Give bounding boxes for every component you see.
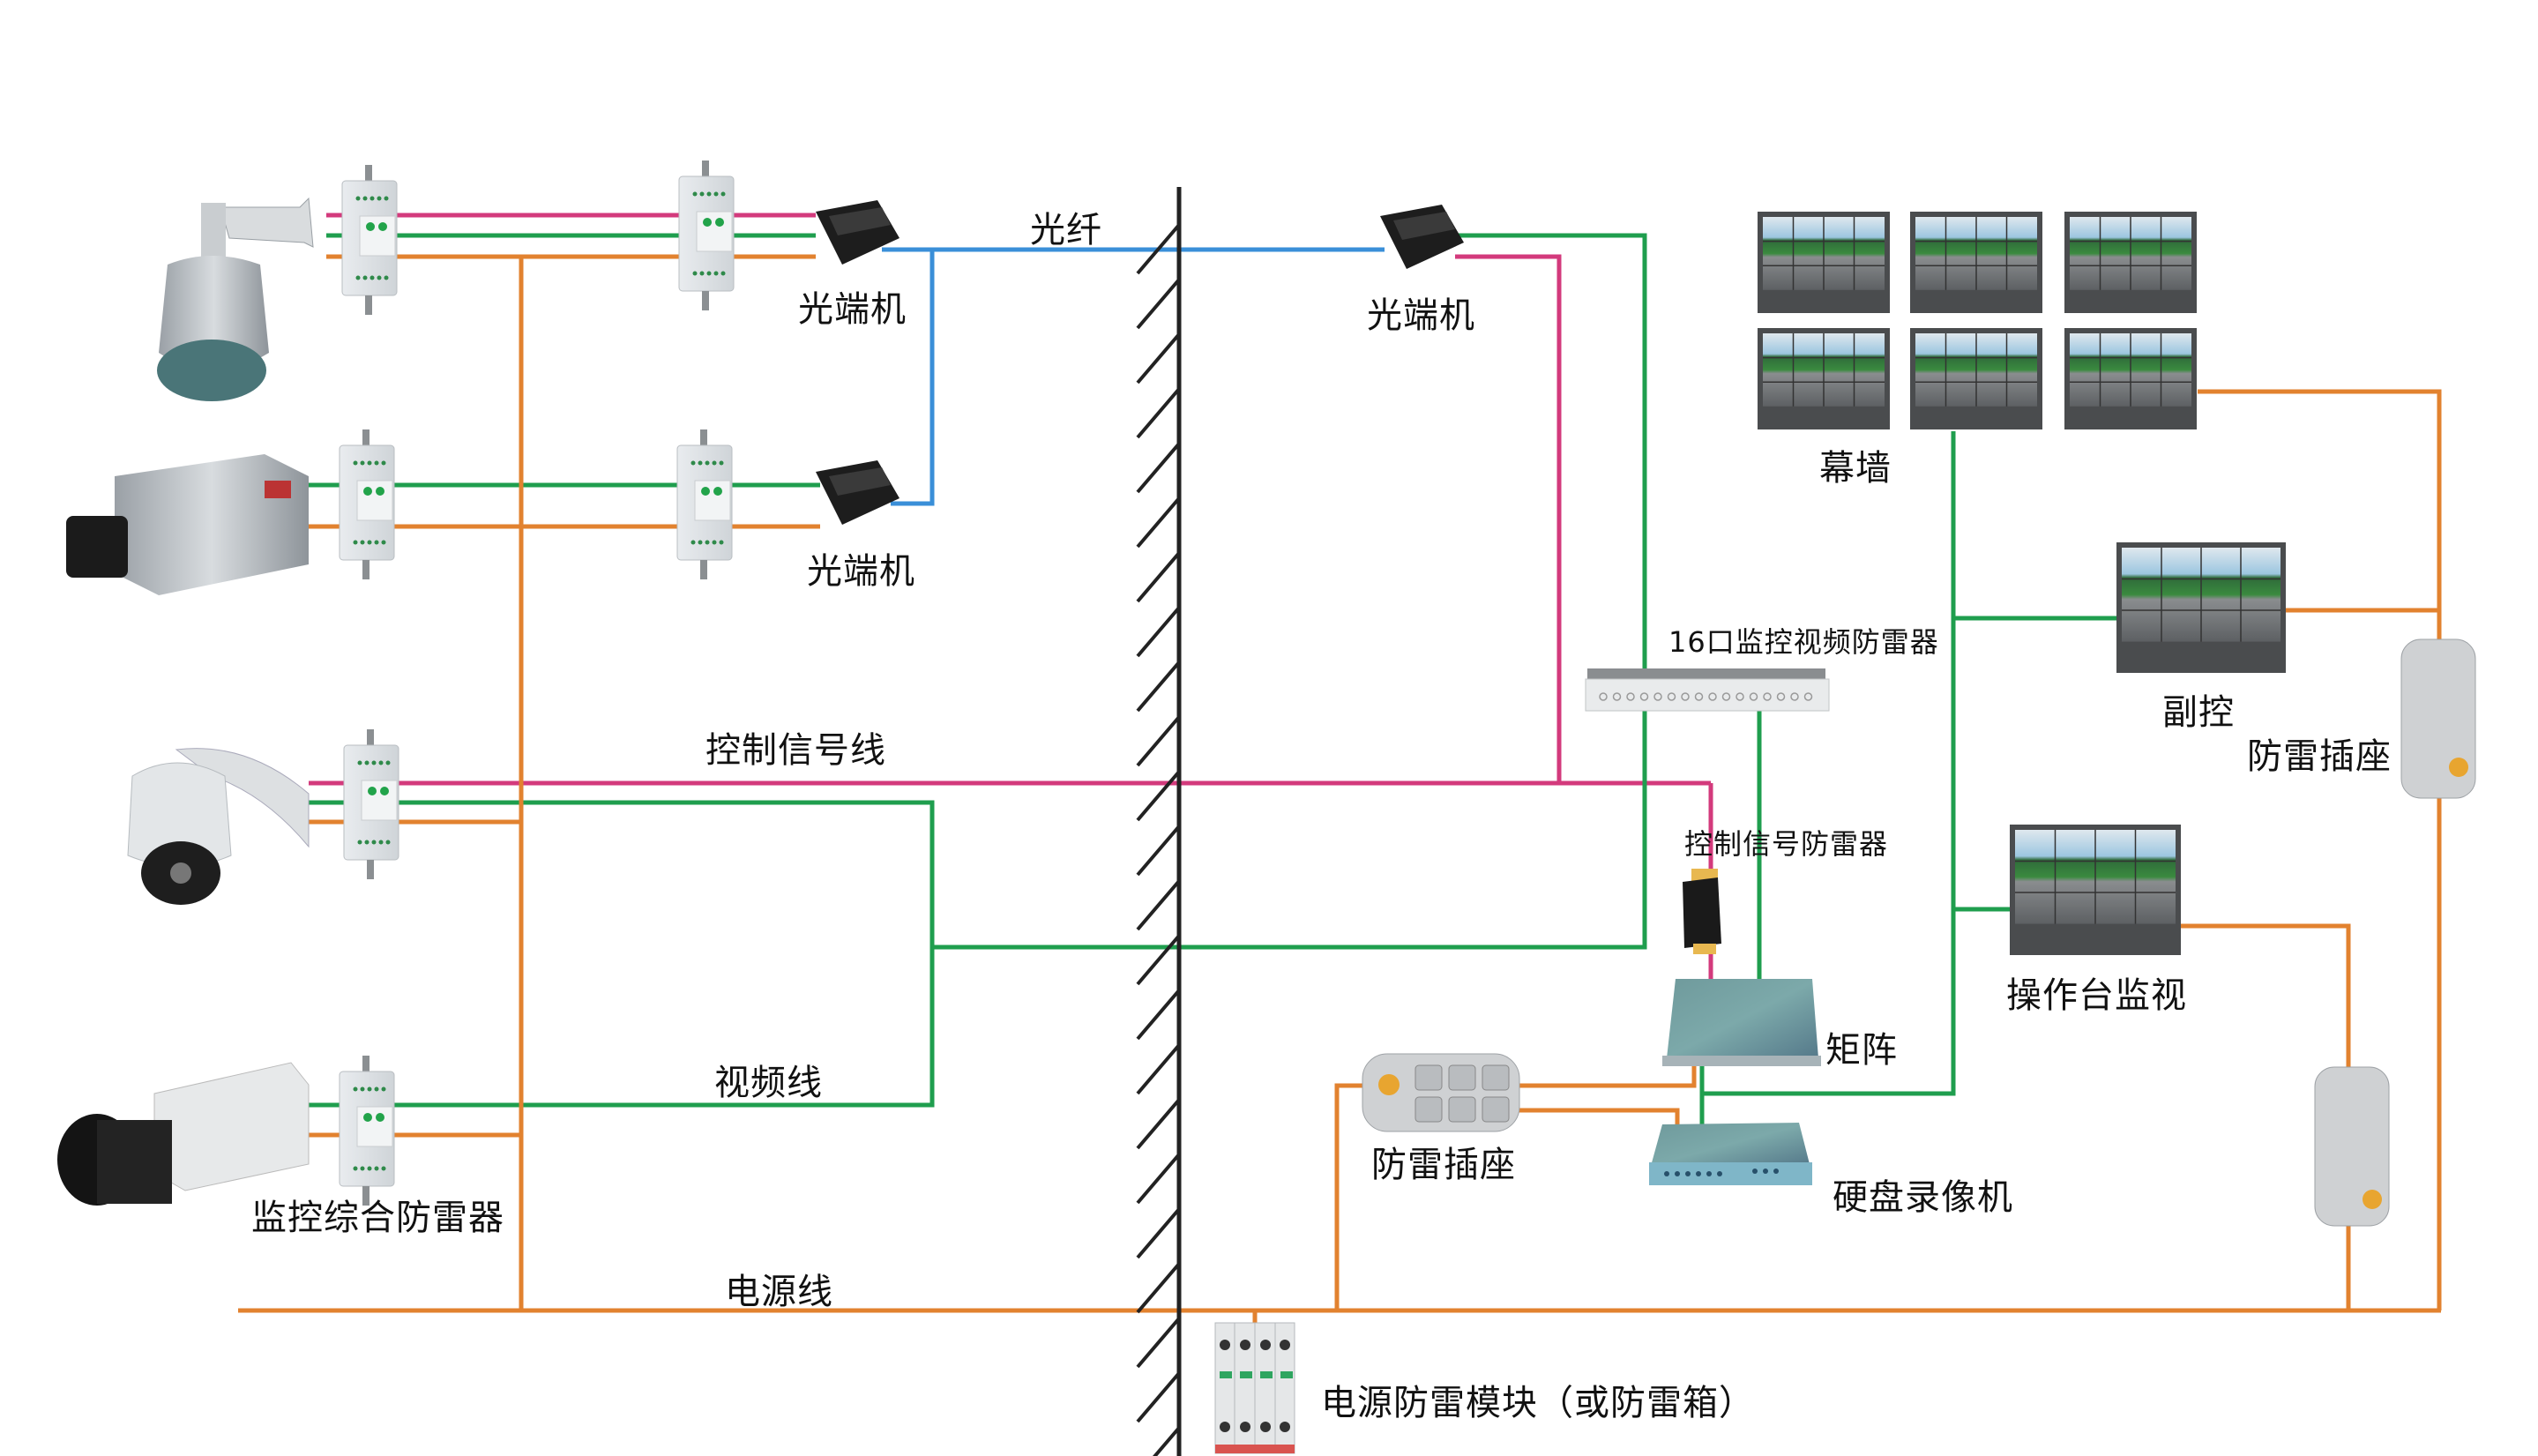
control-signal-line-label: 控制信号线 — [705, 730, 886, 771]
wall-hatch — [1136, 551, 1181, 603]
box-camera-white — [57, 1062, 310, 1206]
wall-hatch — [1136, 1317, 1181, 1369]
wall-hatch — [1136, 934, 1181, 986]
optical-transceiver — [1380, 205, 1464, 269]
sub-control-monitor — [2116, 542, 2286, 673]
wall-hatch — [1136, 223, 1181, 275]
video-line — [309, 800, 935, 1108]
console-monitor — [2010, 825, 2181, 955]
wall-hatch — [1136, 387, 1181, 439]
video-wall-monitor — [2064, 328, 2197, 429]
wall-hatch — [1136, 1043, 1181, 1095]
video-wall-monitor — [2064, 212, 2197, 313]
surge-protector-module — [341, 165, 398, 315]
surge-protector-module — [339, 1056, 395, 1206]
wall-hatch — [1136, 332, 1181, 385]
video-wall-label: 幕墙 — [1819, 448, 1892, 489]
optical-transceiver-label: 光端机 — [1367, 295, 1475, 336]
optical-transceiver — [816, 460, 899, 525]
power-line-label: 电源线 — [725, 1272, 833, 1312]
control-signal-line — [1455, 254, 1562, 783]
video-line — [1702, 431, 1956, 1096]
video-line-label: 视频线 — [714, 1063, 823, 1103]
dome-camera — [127, 748, 310, 905]
combined-protector-label: 监控综合防雷器 — [251, 1198, 504, 1238]
wall-hatch — [1153, 1426, 1181, 1456]
surge-socket-right — [2400, 638, 2476, 799]
wall-hatch — [1136, 879, 1181, 931]
power-line — [1513, 1108, 1680, 1146]
surge-socket-center-label: 防雷插座 — [1371, 1145, 1516, 1185]
power-module-label: 电源防雷模块（或防雷箱） — [1321, 1383, 1755, 1423]
optical-transceiver-label: 光端机 — [798, 289, 907, 330]
dvr-device — [1649, 1123, 1812, 1185]
surge-protector-module — [343, 729, 399, 879]
power-line — [2198, 389, 2442, 1310]
wall-hatch — [1136, 825, 1181, 877]
power-line — [1513, 1061, 1697, 1088]
video-wall-monitor — [1910, 328, 2042, 429]
wall-hatch — [1136, 1262, 1181, 1314]
fiber-label: 光纤 — [1030, 210, 1102, 250]
control-signal-protector-label: 控制信号防雷器 — [1684, 827, 1889, 861]
surge-socket-lower-right — [2314, 1066, 2390, 1227]
surge-protector-module — [676, 429, 733, 579]
wall-hatch — [1136, 442, 1181, 494]
building-wall — [1136, 187, 1182, 1456]
box-camera — [66, 454, 309, 595]
wall-hatch — [1136, 715, 1181, 767]
wall-hatch — [1136, 1153, 1181, 1205]
video-wall-monitor — [1758, 328, 1890, 429]
video-line — [932, 233, 1647, 950]
matrix-device — [1662, 979, 1821, 1066]
dvr-label: 硬盘录像机 — [1833, 1177, 2013, 1218]
video-wall-monitor — [1910, 212, 2042, 313]
surge-socket-center — [1362, 1053, 1520, 1132]
console-monitor-label: 操作台监视 — [2006, 975, 2187, 1016]
surge-protector-module — [339, 429, 395, 579]
wall-hatch — [1136, 1371, 1181, 1423]
video-protector-16port — [1585, 668, 1830, 712]
wall-hatch — [1136, 661, 1181, 713]
speed-dome-camera — [157, 197, 314, 401]
matrix-label: 矩阵 — [1825, 1030, 1898, 1071]
power-line — [1334, 1083, 1367, 1310]
fiber-line — [891, 250, 935, 506]
control-signal-protector — [1683, 869, 1721, 954]
wall-hatch — [1136, 606, 1181, 658]
optical-transceiver — [816, 200, 899, 265]
optical-transceiver-label: 光端机 — [807, 551, 915, 592]
wall-hatch — [1136, 989, 1181, 1041]
surge-socket-right-label: 防雷插座 — [2247, 736, 2392, 777]
wall-hatch — [1136, 770, 1181, 822]
surge-protector-module — [678, 161, 735, 310]
sub-control-label: 副控 — [2162, 692, 2235, 733]
video-protector-16-label: 16口监控视频防雷器 — [1668, 625, 1939, 659]
wall-hatch — [1136, 278, 1181, 330]
wall-hatch — [1136, 1098, 1181, 1150]
wall-hatch — [1136, 1207, 1181, 1259]
wall-hatch — [1136, 497, 1181, 549]
video-wall-monitor — [1758, 212, 1890, 313]
power-spd-module — [1214, 1322, 1295, 1454]
